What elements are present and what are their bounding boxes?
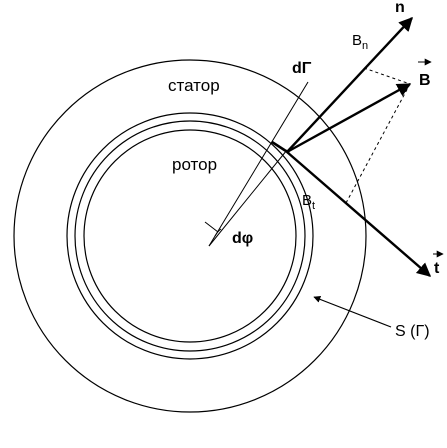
normal-vector-n bbox=[286, 16, 413, 153]
radial-line-2 bbox=[208, 149, 288, 247]
b-n-subscript: n bbox=[362, 40, 368, 52]
stator-label: статор bbox=[168, 76, 220, 95]
projection-dash-bt bbox=[345, 83, 411, 204]
rotor-outer-circle bbox=[83, 129, 297, 343]
b-n-letter: B bbox=[352, 32, 362, 49]
s-gamma-label: S (Γ) bbox=[395, 323, 430, 340]
stator-inner-circle bbox=[66, 112, 314, 360]
t-vector-label: t bbox=[434, 260, 440, 277]
b-t-label: Bt bbox=[302, 192, 315, 212]
field-vector-b bbox=[286, 82, 412, 154]
integration-contour-circle bbox=[74, 120, 306, 352]
b-t-letter: B bbox=[302, 192, 312, 209]
radial-line-1 bbox=[208, 81, 309, 247]
stator-outer-circle bbox=[13, 59, 367, 413]
n-label: n bbox=[395, 0, 405, 16]
d-gamma-label: dΓ bbox=[292, 60, 312, 77]
rotor-label: ротор bbox=[172, 155, 217, 174]
d-phi-label: dφ bbox=[232, 230, 253, 247]
projection-dash-bn bbox=[363, 67, 411, 85]
d-phi-tick bbox=[204, 221, 219, 233]
b-t-subscript: t bbox=[312, 200, 315, 212]
s-gamma-pointer bbox=[313, 296, 392, 328]
tangent-vector-t bbox=[286, 151, 432, 277]
b-vector-label: B bbox=[419, 72, 431, 89]
b-n-label: Bn bbox=[352, 32, 368, 52]
